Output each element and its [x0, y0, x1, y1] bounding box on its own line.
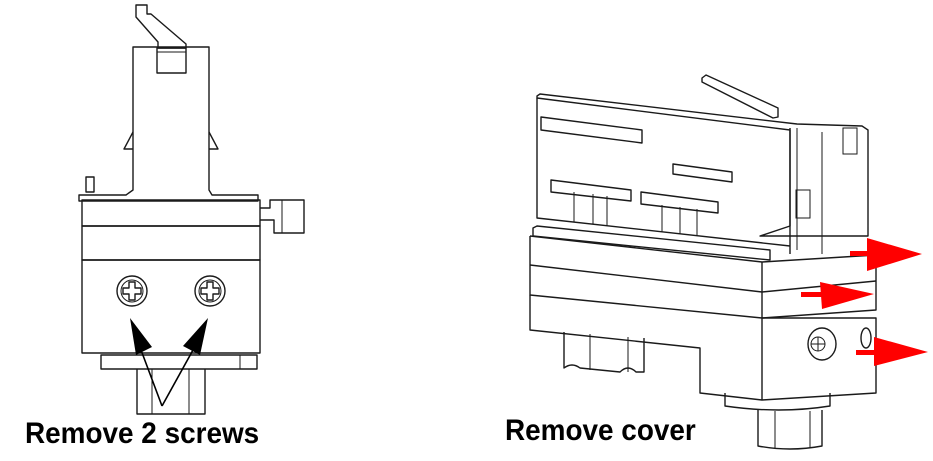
red-arrow-right-icon — [874, 337, 928, 366]
slot-2 — [672, 163, 733, 183]
upper-body — [78, 46, 259, 202]
screw-arrows — [130, 318, 208, 407]
side-screw-edge — [860, 327, 872, 349]
cover-arrows — [801, 238, 928, 366]
caption-remove-screws: Remove 2 screws — [25, 417, 260, 450]
figure-remove-cover: Remove cover — [480, 0, 933, 461]
latch-lever — [701, 74, 779, 119]
side-tab — [260, 199, 305, 234]
adapter-iso-view-drawing — [529, 74, 928, 450]
ledge — [532, 225, 771, 261]
top-housing — [536, 93, 869, 237]
slot-3 — [550, 179, 632, 202]
arrow-right-icon — [183, 318, 208, 355]
slot-1 — [540, 116, 643, 144]
left-screw — [116, 275, 148, 307]
flange — [100, 354, 258, 370]
lower-block — [529, 295, 877, 401]
red-arrow-right-icon — [867, 238, 922, 271]
latch-lever — [135, 4, 187, 49]
arrow-left-icon — [130, 318, 152, 355]
left-clip — [123, 131, 134, 150]
bottom-contacts — [563, 332, 645, 373]
side-screw-front — [807, 327, 837, 361]
red-arrow-right-icon — [820, 282, 874, 309]
spigot-flange — [724, 393, 831, 411]
top-tab — [156, 47, 187, 74]
caption-remove-cover: Remove cover — [505, 414, 696, 447]
figure-remove-screws: Remove 2 screws — [0, 0, 330, 461]
corner-tab — [842, 127, 858, 155]
stem — [136, 369, 206, 415]
right-screw — [194, 275, 226, 307]
pin — [85, 176, 95, 193]
side-clip — [795, 189, 811, 219]
slot-4 — [640, 191, 719, 214]
screw-block — [81, 259, 261, 354]
middle-band — [81, 225, 261, 261]
collar — [81, 199, 261, 227]
adapter-front-view-drawing — [78, 4, 305, 415]
spigot — [757, 410, 823, 450]
right-clip — [208, 131, 219, 150]
